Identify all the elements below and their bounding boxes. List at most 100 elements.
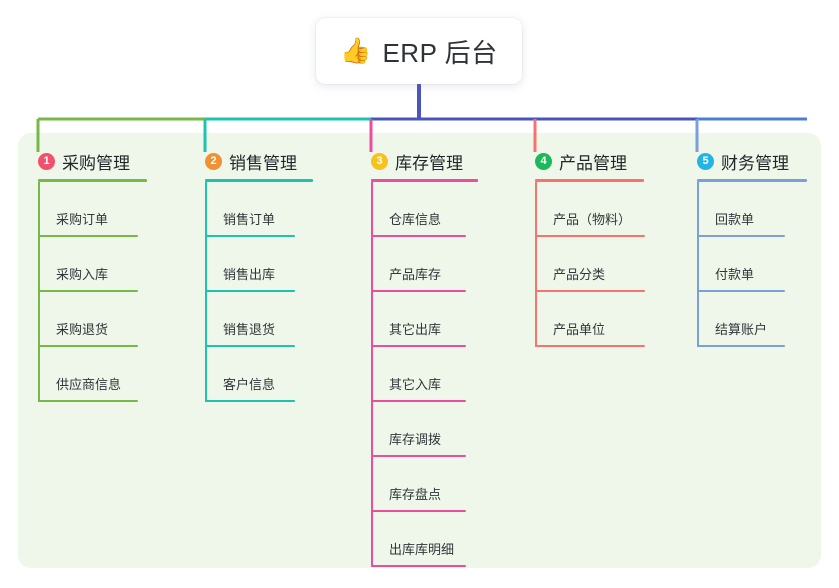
list-item-underline bbox=[371, 290, 466, 292]
branch-items-4: 产品（物料） 产品分类产品单位 bbox=[535, 182, 645, 347]
branch-header-4[interactable]: 4 产品管理 bbox=[535, 148, 644, 174]
branch-badge-1: 1 bbox=[38, 152, 55, 170]
root-title: ERP 后台 bbox=[382, 37, 498, 68]
list-item-underline bbox=[205, 345, 295, 347]
branch-header-3[interactable]: 3 库存管理 bbox=[371, 148, 478, 174]
list-item-underline bbox=[38, 345, 138, 347]
branch-items-5: 回款单付款单结算账户 bbox=[697, 182, 807, 347]
branch-underline-1 bbox=[38, 179, 147, 182]
list-item[interactable]: 采购退货 bbox=[38, 292, 147, 347]
list-item-label: 产品分类 bbox=[553, 267, 606, 282]
branch-spine-3 bbox=[371, 182, 373, 567]
branch-column-3: 3 库存管理仓库信息产品库存其它出库其它入库库存调拨库存盘点出库库明细 bbox=[371, 148, 478, 567]
thumbs-up-icon: 👍 bbox=[340, 36, 372, 65]
list-item-underline bbox=[38, 290, 138, 292]
list-item-label: 销售订单 bbox=[223, 212, 276, 227]
branch-items-1: 采购订单采购入库采购退货供应商信息 bbox=[38, 182, 147, 402]
list-item-underline bbox=[535, 290, 645, 292]
list-item-underline bbox=[535, 345, 645, 347]
list-item-label: 供应商信息 bbox=[56, 377, 122, 392]
list-item[interactable]: 结算账户 bbox=[697, 292, 807, 347]
branch-underline-5 bbox=[697, 179, 807, 182]
branch-title-4: 产品管理 bbox=[559, 153, 627, 173]
list-item-label: 出库库明细 bbox=[389, 542, 455, 557]
list-item[interactable]: 销售退货 bbox=[205, 292, 313, 347]
branch-column-5: 5 财务管理回款单付款单结算账户 bbox=[697, 148, 807, 347]
branch-title-3: 库存管理 bbox=[395, 153, 463, 173]
branch-title-2: 销售管理 bbox=[229, 153, 297, 173]
branch-title-1: 采购管理 bbox=[62, 153, 130, 173]
list-item-label: 结算账户 bbox=[715, 322, 768, 337]
list-item-label: 回款单 bbox=[715, 212, 755, 227]
list-item-label: 付款单 bbox=[715, 267, 755, 282]
list-item[interactable]: 销售出库 bbox=[205, 237, 313, 292]
list-item-label: 产品单位 bbox=[553, 322, 606, 337]
list-item-label: 其它入库 bbox=[389, 377, 442, 392]
branch-column-4: 4 产品管理产品（物料） 产品分类产品单位 bbox=[535, 148, 645, 347]
list-item[interactable]: 其它出库 bbox=[371, 292, 478, 347]
list-item-underline bbox=[535, 235, 645, 237]
list-item-underline bbox=[38, 235, 138, 237]
branch-column-1: 1 采购管理采购订单采购入库采购退货供应商信息 bbox=[38, 148, 147, 402]
list-item-underline bbox=[371, 510, 466, 512]
list-item-underline bbox=[205, 290, 295, 292]
root-node-card[interactable]: 👍 ERP 后台 bbox=[316, 18, 522, 84]
branch-title-5: 财务管理 bbox=[721, 153, 789, 173]
list-item-underline bbox=[371, 400, 466, 402]
list-item[interactable]: 付款单 bbox=[697, 237, 807, 292]
root-node-content: 👍 ERP 后台 bbox=[340, 33, 497, 70]
list-item-underline bbox=[697, 345, 785, 347]
list-item[interactable]: 销售订单 bbox=[205, 182, 313, 237]
list-item[interactable]: 供应商信息 bbox=[38, 347, 147, 402]
list-item-underline bbox=[371, 565, 466, 567]
branch-badge-5: 5 bbox=[697, 152, 714, 170]
list-item-label: 其它出库 bbox=[389, 322, 442, 337]
list-item-underline bbox=[205, 400, 295, 402]
list-item-label: 库存盘点 bbox=[389, 487, 442, 502]
list-item-underline bbox=[697, 235, 785, 237]
list-item-underline bbox=[371, 455, 466, 457]
branch-spine-5 bbox=[697, 182, 699, 347]
list-item[interactable]: 采购订单 bbox=[38, 182, 147, 237]
list-item-underline bbox=[205, 235, 295, 237]
list-item-label: 采购入库 bbox=[56, 267, 109, 282]
list-item-underline bbox=[38, 400, 138, 402]
branch-spine-4 bbox=[535, 182, 537, 347]
list-item[interactable]: 库存调拨 bbox=[371, 402, 478, 457]
branch-underline-3 bbox=[371, 179, 478, 182]
list-item-label: 采购订单 bbox=[56, 212, 109, 227]
list-item[interactable]: 出库库明细 bbox=[371, 512, 478, 567]
list-item-label: 仓库信息 bbox=[389, 212, 442, 227]
list-item[interactable]: 仓库信息 bbox=[371, 182, 478, 237]
branch-header-2[interactable]: 2 销售管理 bbox=[205, 148, 313, 174]
list-item[interactable]: 其它入库 bbox=[371, 347, 478, 402]
list-item-label: 采购退货 bbox=[56, 322, 109, 337]
branch-badge-2: 2 bbox=[205, 152, 222, 170]
branch-header-5[interactable]: 5 财务管理 bbox=[697, 148, 807, 174]
list-item-underline bbox=[697, 290, 785, 292]
list-item-label: 库存调拨 bbox=[389, 432, 442, 447]
list-item[interactable]: 产品（物料） bbox=[535, 182, 645, 237]
branch-underline-4 bbox=[535, 179, 644, 182]
list-item[interactable]: 客户信息 bbox=[205, 347, 313, 402]
branch-spine-2 bbox=[205, 182, 207, 402]
list-item[interactable]: 产品单位 bbox=[535, 292, 645, 347]
list-item-label: 产品（物料） bbox=[553, 212, 632, 227]
branches-panel bbox=[18, 133, 821, 568]
list-item[interactable]: 产品分类 bbox=[535, 237, 645, 292]
branch-underline-2 bbox=[205, 179, 313, 182]
branch-badge-3: 3 bbox=[371, 152, 388, 170]
list-item-label: 销售退货 bbox=[223, 322, 276, 337]
list-item-label: 客户信息 bbox=[223, 377, 276, 392]
branch-badge-4: 4 bbox=[535, 152, 552, 170]
list-item-underline bbox=[371, 345, 466, 347]
list-item-label: 产品库存 bbox=[389, 267, 442, 282]
list-item[interactable]: 采购入库 bbox=[38, 237, 147, 292]
list-item[interactable]: 回款单 bbox=[697, 182, 807, 237]
branch-header-1[interactable]: 1 采购管理 bbox=[38, 148, 147, 174]
list-item-label: 销售出库 bbox=[223, 267, 276, 282]
list-item[interactable]: 产品库存 bbox=[371, 237, 478, 292]
list-item[interactable]: 库存盘点 bbox=[371, 457, 478, 512]
branch-column-2: 2 销售管理销售订单销售出库销售退货客户信息 bbox=[205, 148, 313, 402]
